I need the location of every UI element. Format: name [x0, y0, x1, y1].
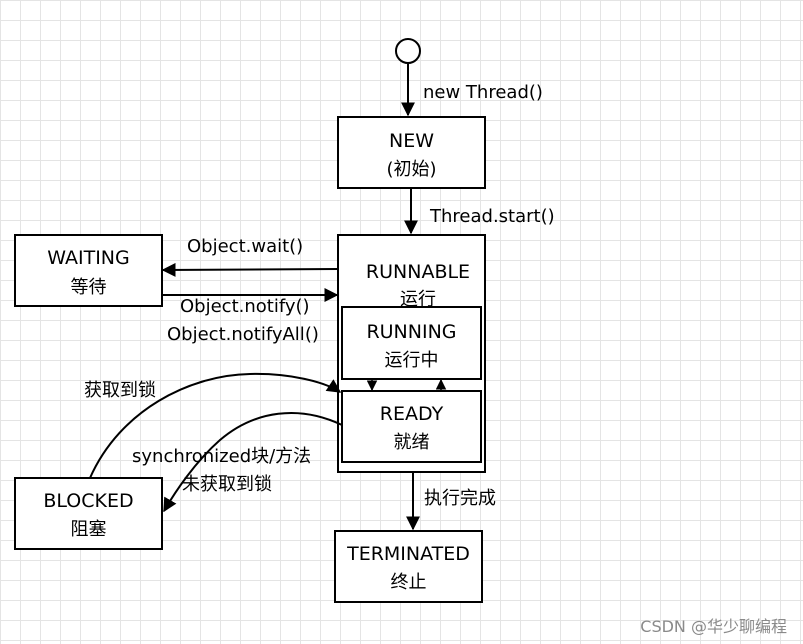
state-blocked: BLOCKED 阻塞: [14, 477, 163, 550]
state-runnable-subtitle: 运行: [400, 289, 436, 310]
edge-runnable-to-waiting: [161, 262, 339, 277]
state-terminated: TERMINATED 终止: [334, 530, 483, 603]
label-thread-start: Thread.start(): [429, 206, 555, 227]
state-new: NEW (初始): [337, 116, 486, 189]
label-object-notifyall: Object.notifyAll(): [167, 324, 319, 345]
state-ready: READY 就绪: [341, 390, 482, 463]
state-waiting: WAITING 等待: [14, 234, 163, 307]
label-lock-not-acquired: 未获取到锁: [182, 474, 272, 495]
state-terminated-title: TERMINATED: [346, 543, 470, 565]
state-waiting-title: WAITING: [47, 247, 130, 269]
state-terminated-subtitle: 终止: [391, 572, 427, 593]
state-blocked-title: BLOCKED: [43, 490, 133, 512]
state-ready-title: READY: [380, 403, 444, 425]
watermark: CSDN @华少聊编程: [640, 617, 787, 636]
state-new-subtitle: (初始): [386, 159, 436, 180]
label-execution-complete: 执行完成: [424, 488, 496, 509]
state-ready-subtitle: 就绪: [394, 432, 430, 453]
state-new-title: NEW: [389, 130, 434, 152]
label-object-wait: Object.wait(): [187, 236, 303, 257]
state-running: RUNNING 运行中: [341, 306, 482, 380]
state-runnable-title: RUNNABLE: [366, 261, 470, 283]
label-acquire-lock: 获取到锁: [84, 380, 156, 401]
edge-blocked-to-ready: [89, 372, 342, 479]
state-blocked-subtitle: 阻塞: [71, 519, 107, 540]
label-synchronized: synchronized块/方法: [132, 446, 311, 467]
state-waiting-subtitle: 等待: [71, 277, 107, 298]
initial-state-circle: [395, 38, 421, 64]
state-running-subtitle: 运行中: [385, 350, 439, 371]
edge-ready-to-blocked: [163, 412, 343, 513]
state-running-title: RUNNING: [366, 321, 456, 343]
label-object-notify: Object.notify(): [180, 296, 310, 317]
label-new-thread: new Thread(): [423, 82, 543, 103]
